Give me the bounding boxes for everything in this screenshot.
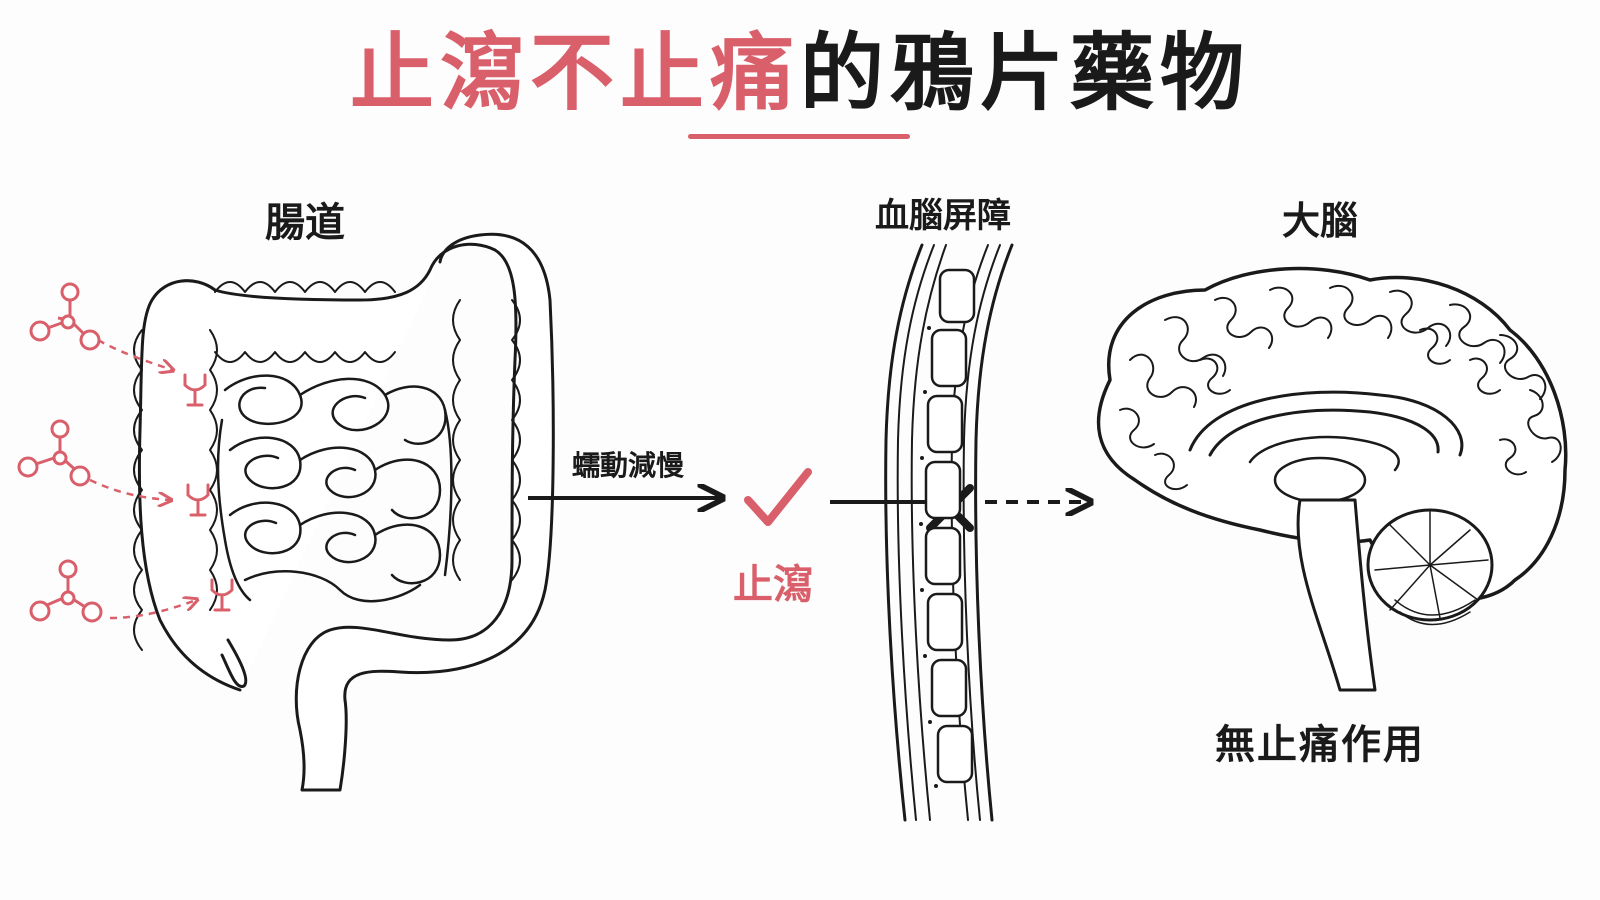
gut-label: 腸道 xyxy=(265,200,345,246)
opioid-receptors xyxy=(183,373,234,612)
receptor-icon xyxy=(186,483,210,517)
blood-brain-barrier-illustration xyxy=(884,243,1014,822)
cerebellum xyxy=(1366,508,1494,626)
opioid-molecules xyxy=(17,282,103,623)
colon xyxy=(137,232,555,792)
brain-illustration xyxy=(1096,266,1568,692)
receptor-icon xyxy=(183,373,207,407)
title-underline xyxy=(688,134,910,139)
molecule-icon xyxy=(29,559,103,623)
molecule-icon xyxy=(17,419,91,487)
receptor-icon xyxy=(210,578,234,612)
check-icon xyxy=(744,468,812,526)
binding-arrows xyxy=(89,338,196,620)
intestine-illustration xyxy=(133,232,555,792)
title-rest: 的鴉片藥物 xyxy=(800,24,1251,122)
bbb-label: 血腦屏障 xyxy=(875,196,1011,236)
no-analgesia-label: 無止痛作用 xyxy=(1215,722,1425,768)
title-accent: 止瀉不止痛 xyxy=(349,24,800,122)
page-title: 止瀉不止痛的鴉片藥物 xyxy=(0,18,1600,128)
small-intestine xyxy=(216,374,453,603)
molecule-icon xyxy=(29,282,101,351)
brain-label: 大腦 xyxy=(1282,199,1359,243)
stop-diarrhea-label: 止瀉 xyxy=(733,562,813,608)
peristalsis-label: 蠕動減慢 xyxy=(572,449,685,482)
